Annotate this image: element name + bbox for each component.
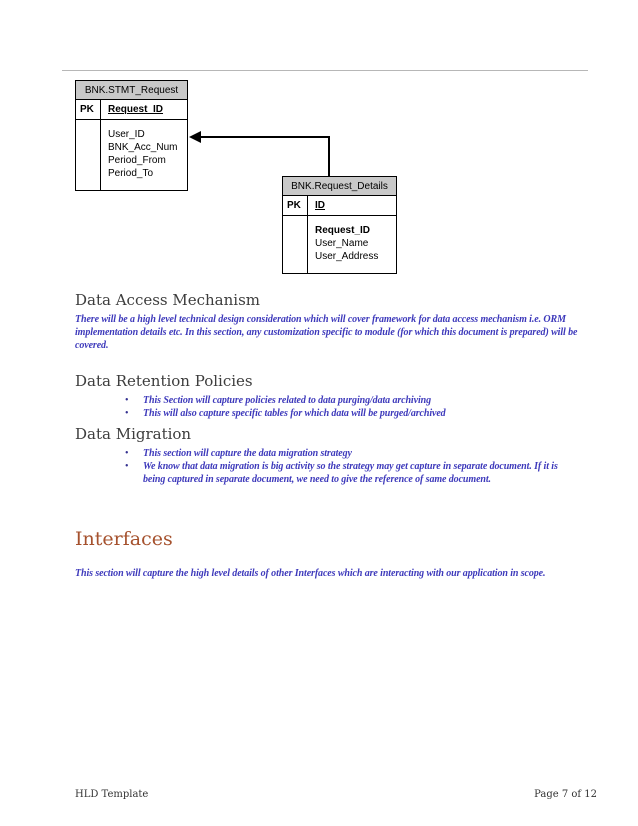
section-data-access-mechanism: Data Access Mechanism There will be a hi…	[75, 291, 578, 352]
footer-page-number: Page 7 of 12	[534, 789, 597, 800]
pk-field: Request_ID	[108, 104, 164, 115]
entity-table-stmt-request: BNK.STMT_Request PK Request_ID User_ID B…	[75, 80, 188, 191]
relationship-connector-horizontal	[199, 136, 330, 138]
entity-field: User_ID	[108, 129, 145, 140]
entity-table-title: BNK.STMT_Request	[76, 81, 187, 100]
entity-body-left-cell	[76, 120, 101, 190]
entity-pk-row: PK ID	[283, 196, 396, 216]
entity-pk-row: PK Request_ID	[76, 100, 187, 120]
bullet-icon: •	[125, 408, 129, 419]
entity-field-list: Request_ID User_Name User_Address	[308, 216, 378, 273]
section-interfaces: Interfaces This section will capture the…	[75, 527, 578, 580]
entity-field-list: User_ID BNK_Acc_Num Period_From Period_T…	[101, 120, 177, 190]
section-heading: Interfaces	[75, 528, 173, 550]
entity-table-title: BNK.Request_Details	[283, 177, 396, 196]
bullet-text: We know that data migration is big activ…	[143, 461, 558, 485]
section-data-migration: Data Migration • This section will captu…	[75, 425, 578, 486]
list-item: • This Section will capture policies rel…	[75, 394, 578, 407]
section-body: There will be a high level technical des…	[75, 314, 578, 351]
bullet-icon: •	[125, 395, 129, 406]
entity-body-row: Request_ID User_Name User_Address	[283, 216, 396, 273]
arrowhead-left-icon	[189, 131, 201, 143]
section-heading: Data Retention Policies	[75, 372, 253, 390]
bullet-icon: •	[125, 448, 129, 459]
section-body: This section will capture the high level…	[75, 568, 546, 579]
section-heading: Data Migration	[75, 425, 192, 443]
entity-field: Period_To	[108, 168, 154, 179]
pk-label: PK	[76, 100, 101, 119]
section-data-retention-policies: Data Retention Policies • This Section w…	[75, 372, 578, 420]
pk-field: ID	[315, 200, 325, 211]
bullet-list: • This section will capture the data mig…	[75, 447, 578, 486]
bullet-text: This will also capture specific tables f…	[143, 408, 446, 419]
entity-field: Request_ID	[315, 225, 371, 236]
list-item: • This section will capture the data mig…	[75, 447, 578, 460]
list-item: • This will also capture specific tables…	[75, 407, 578, 420]
pk-label: PK	[283, 196, 308, 215]
entity-field: Period_From	[108, 155, 166, 166]
bullet-text: This section will capture the data migra…	[143, 448, 352, 459]
header-divider	[62, 70, 588, 71]
bullet-text: This Section will capture policies relat…	[143, 395, 431, 406]
bullet-icon: •	[125, 461, 129, 472]
list-item: • We know that data migration is big act…	[75, 460, 578, 486]
entity-table-request-details: BNK.Request_Details PK ID Request_ID Use…	[282, 176, 397, 274]
entity-field: User_Address	[315, 251, 379, 262]
footer-document-title: HLD Template	[75, 789, 149, 800]
entity-field: User_Name	[315, 238, 369, 249]
section-heading: Data Access Mechanism	[75, 291, 261, 309]
relationship-connector-vertical	[328, 136, 330, 176]
entity-body-row: User_ID BNK_Acc_Num Period_From Period_T…	[76, 120, 187, 190]
entity-body-left-cell	[283, 216, 308, 273]
bullet-list: • This Section will capture policies rel…	[75, 394, 578, 420]
entity-field: BNK_Acc_Num	[108, 142, 178, 153]
